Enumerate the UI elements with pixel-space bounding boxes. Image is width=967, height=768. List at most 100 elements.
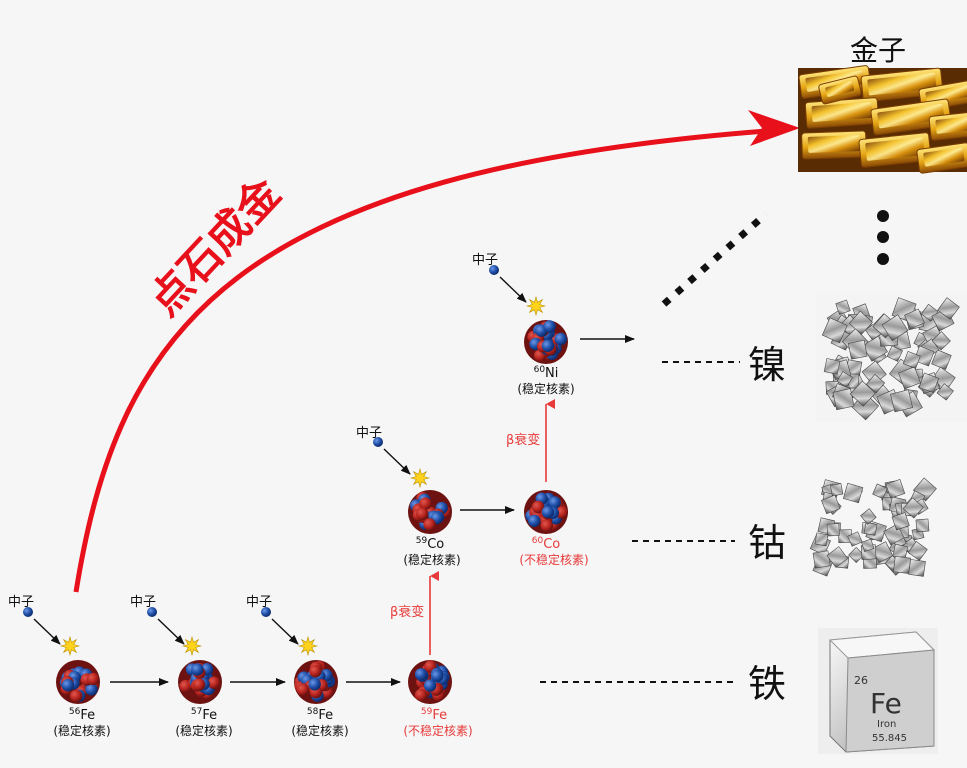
- beta-label-2: β衰变: [506, 432, 540, 448]
- svg-text:(稳定核素): (稳定核素): [517, 381, 574, 396]
- ellipsis-dot: [877, 253, 889, 265]
- metal-piece: [893, 555, 911, 574]
- spark-icon: [59, 635, 81, 657]
- nucleon-proton: [416, 507, 429, 520]
- nuclei-layer: [56, 320, 568, 704]
- iron-name: Iron: [877, 719, 896, 730]
- metal-piece: [885, 478, 906, 499]
- spark-icon: [297, 635, 319, 657]
- nucleon-proton: [555, 506, 568, 519]
- metal-piece: [931, 349, 952, 370]
- nucleon-proton: [414, 688, 428, 702]
- svg-text:60Ni: 60Ni: [534, 365, 559, 381]
- svg-text:57Fe: 57Fe: [191, 707, 217, 723]
- svg-text:56Fe: 56Fe: [69, 707, 95, 723]
- metal-piece: [849, 380, 876, 407]
- nucleon-neutron: [308, 678, 321, 691]
- metal-piece: [902, 350, 921, 369]
- metal-piece: [814, 532, 829, 547]
- nucleon-proton: [419, 497, 432, 510]
- neutron-capture-5: 中子: [472, 253, 527, 303]
- nucleon-proton: [192, 678, 206, 691]
- svg-text:(稳定核素): (稳定核素): [53, 723, 110, 738]
- metal-piece: [890, 389, 914, 413]
- nucleus-fe59: [408, 660, 452, 704]
- transmutation-arrowhead: [748, 110, 800, 146]
- ellipsis-dot: [877, 210, 889, 222]
- metal-piece: [832, 388, 855, 411]
- spark-icon: [409, 467, 431, 489]
- nuclide-label-fe56: 56Fe (稳定核素): [53, 707, 110, 738]
- nucleus-co60: [524, 490, 568, 534]
- nucleus-fe56: [56, 660, 100, 704]
- neutron-capture-1: 中子: [8, 595, 61, 645]
- nickel-pieces-image: [816, 292, 967, 422]
- nucleon-proton: [423, 518, 436, 531]
- metal-piece: [908, 559, 926, 577]
- neutron-capture-4: 中子: [356, 426, 411, 475]
- nucleon-neutron: [541, 505, 555, 519]
- nuclide-label-fe57: 57Fe (稳定核素): [175, 707, 232, 738]
- iron-cube-image: 26 Fe Iron 55.845: [818, 628, 938, 754]
- metal-piece: [848, 310, 873, 335]
- leader-dotted-diagonal: [661, 211, 769, 307]
- nucleus-co59: [408, 490, 452, 534]
- element-name-nickel: 镍: [748, 343, 786, 387]
- metal-piece: [823, 358, 841, 375]
- metal-piece: [860, 508, 877, 525]
- nuclide-label-co59: 59Co (稳定核素): [403, 536, 460, 567]
- metal-piece: [835, 299, 851, 315]
- svg-text:(不稳定核素): (不稳定核素): [519, 552, 588, 567]
- gold-bar: [818, 75, 862, 105]
- nucleon-neutron: [423, 679, 437, 692]
- metal-piece: [937, 297, 960, 320]
- neutron-ball: [489, 265, 499, 275]
- nucleon-proton: [70, 689, 83, 703]
- neutron-capture-2: 中子: [130, 595, 185, 645]
- metal-piece: [918, 372, 940, 394]
- neutron-label: 中子: [356, 426, 382, 441]
- metal-piece: [863, 521, 878, 536]
- nuclide-label-co60: 60Co (不稳定核素): [519, 536, 588, 567]
- transmutation-arc: [73, 127, 781, 593]
- nucleon-proton: [207, 676, 221, 689]
- nucleon-neutron: [548, 496, 561, 509]
- metal-piece: [907, 540, 928, 561]
- spark-icon: [181, 635, 203, 657]
- metal-piece: [883, 523, 905, 546]
- neutron-ball: [373, 437, 383, 447]
- nucleon-neutron: [554, 332, 567, 346]
- metal-piece: [881, 314, 909, 341]
- neutron-label: 中子: [246, 595, 272, 610]
- metal-piece: [842, 482, 864, 504]
- iron-mass: 55.845: [872, 733, 907, 744]
- nucleus-fe58: [294, 660, 338, 704]
- neutron-label: 中子: [8, 595, 34, 610]
- gold-bar: [801, 130, 867, 160]
- metal-piece: [931, 331, 951, 351]
- nucleon-neutron: [541, 339, 555, 352]
- neutron-ball: [23, 607, 33, 617]
- element-name-cobalt: 钴: [748, 521, 786, 565]
- metal-piece: [826, 546, 849, 568]
- metal-piece: [936, 383, 954, 401]
- metal-piece: [902, 497, 924, 519]
- metal-piece: [865, 374, 886, 394]
- metal-piece: [847, 339, 868, 360]
- nucleon-neutron: [85, 683, 98, 696]
- metal-piece: [872, 483, 888, 499]
- ellipsis-dot: [877, 231, 889, 243]
- metal-piece: [861, 538, 875, 553]
- neutron-label: 中子: [130, 595, 156, 610]
- svg-text:(稳定核素): (稳定核素): [403, 552, 460, 567]
- nucleon-neutron: [191, 663, 204, 676]
- gold-bar: [928, 111, 967, 141]
- nucleon-neutron: [61, 679, 75, 692]
- element-name-gold: 金子: [850, 34, 906, 67]
- svg-text:(稳定核素): (稳定核素): [291, 723, 348, 738]
- svg-text:60Co: 60Co: [532, 536, 561, 552]
- iron-symbol: Fe: [870, 687, 902, 720]
- nucleon-neutron: [543, 320, 556, 333]
